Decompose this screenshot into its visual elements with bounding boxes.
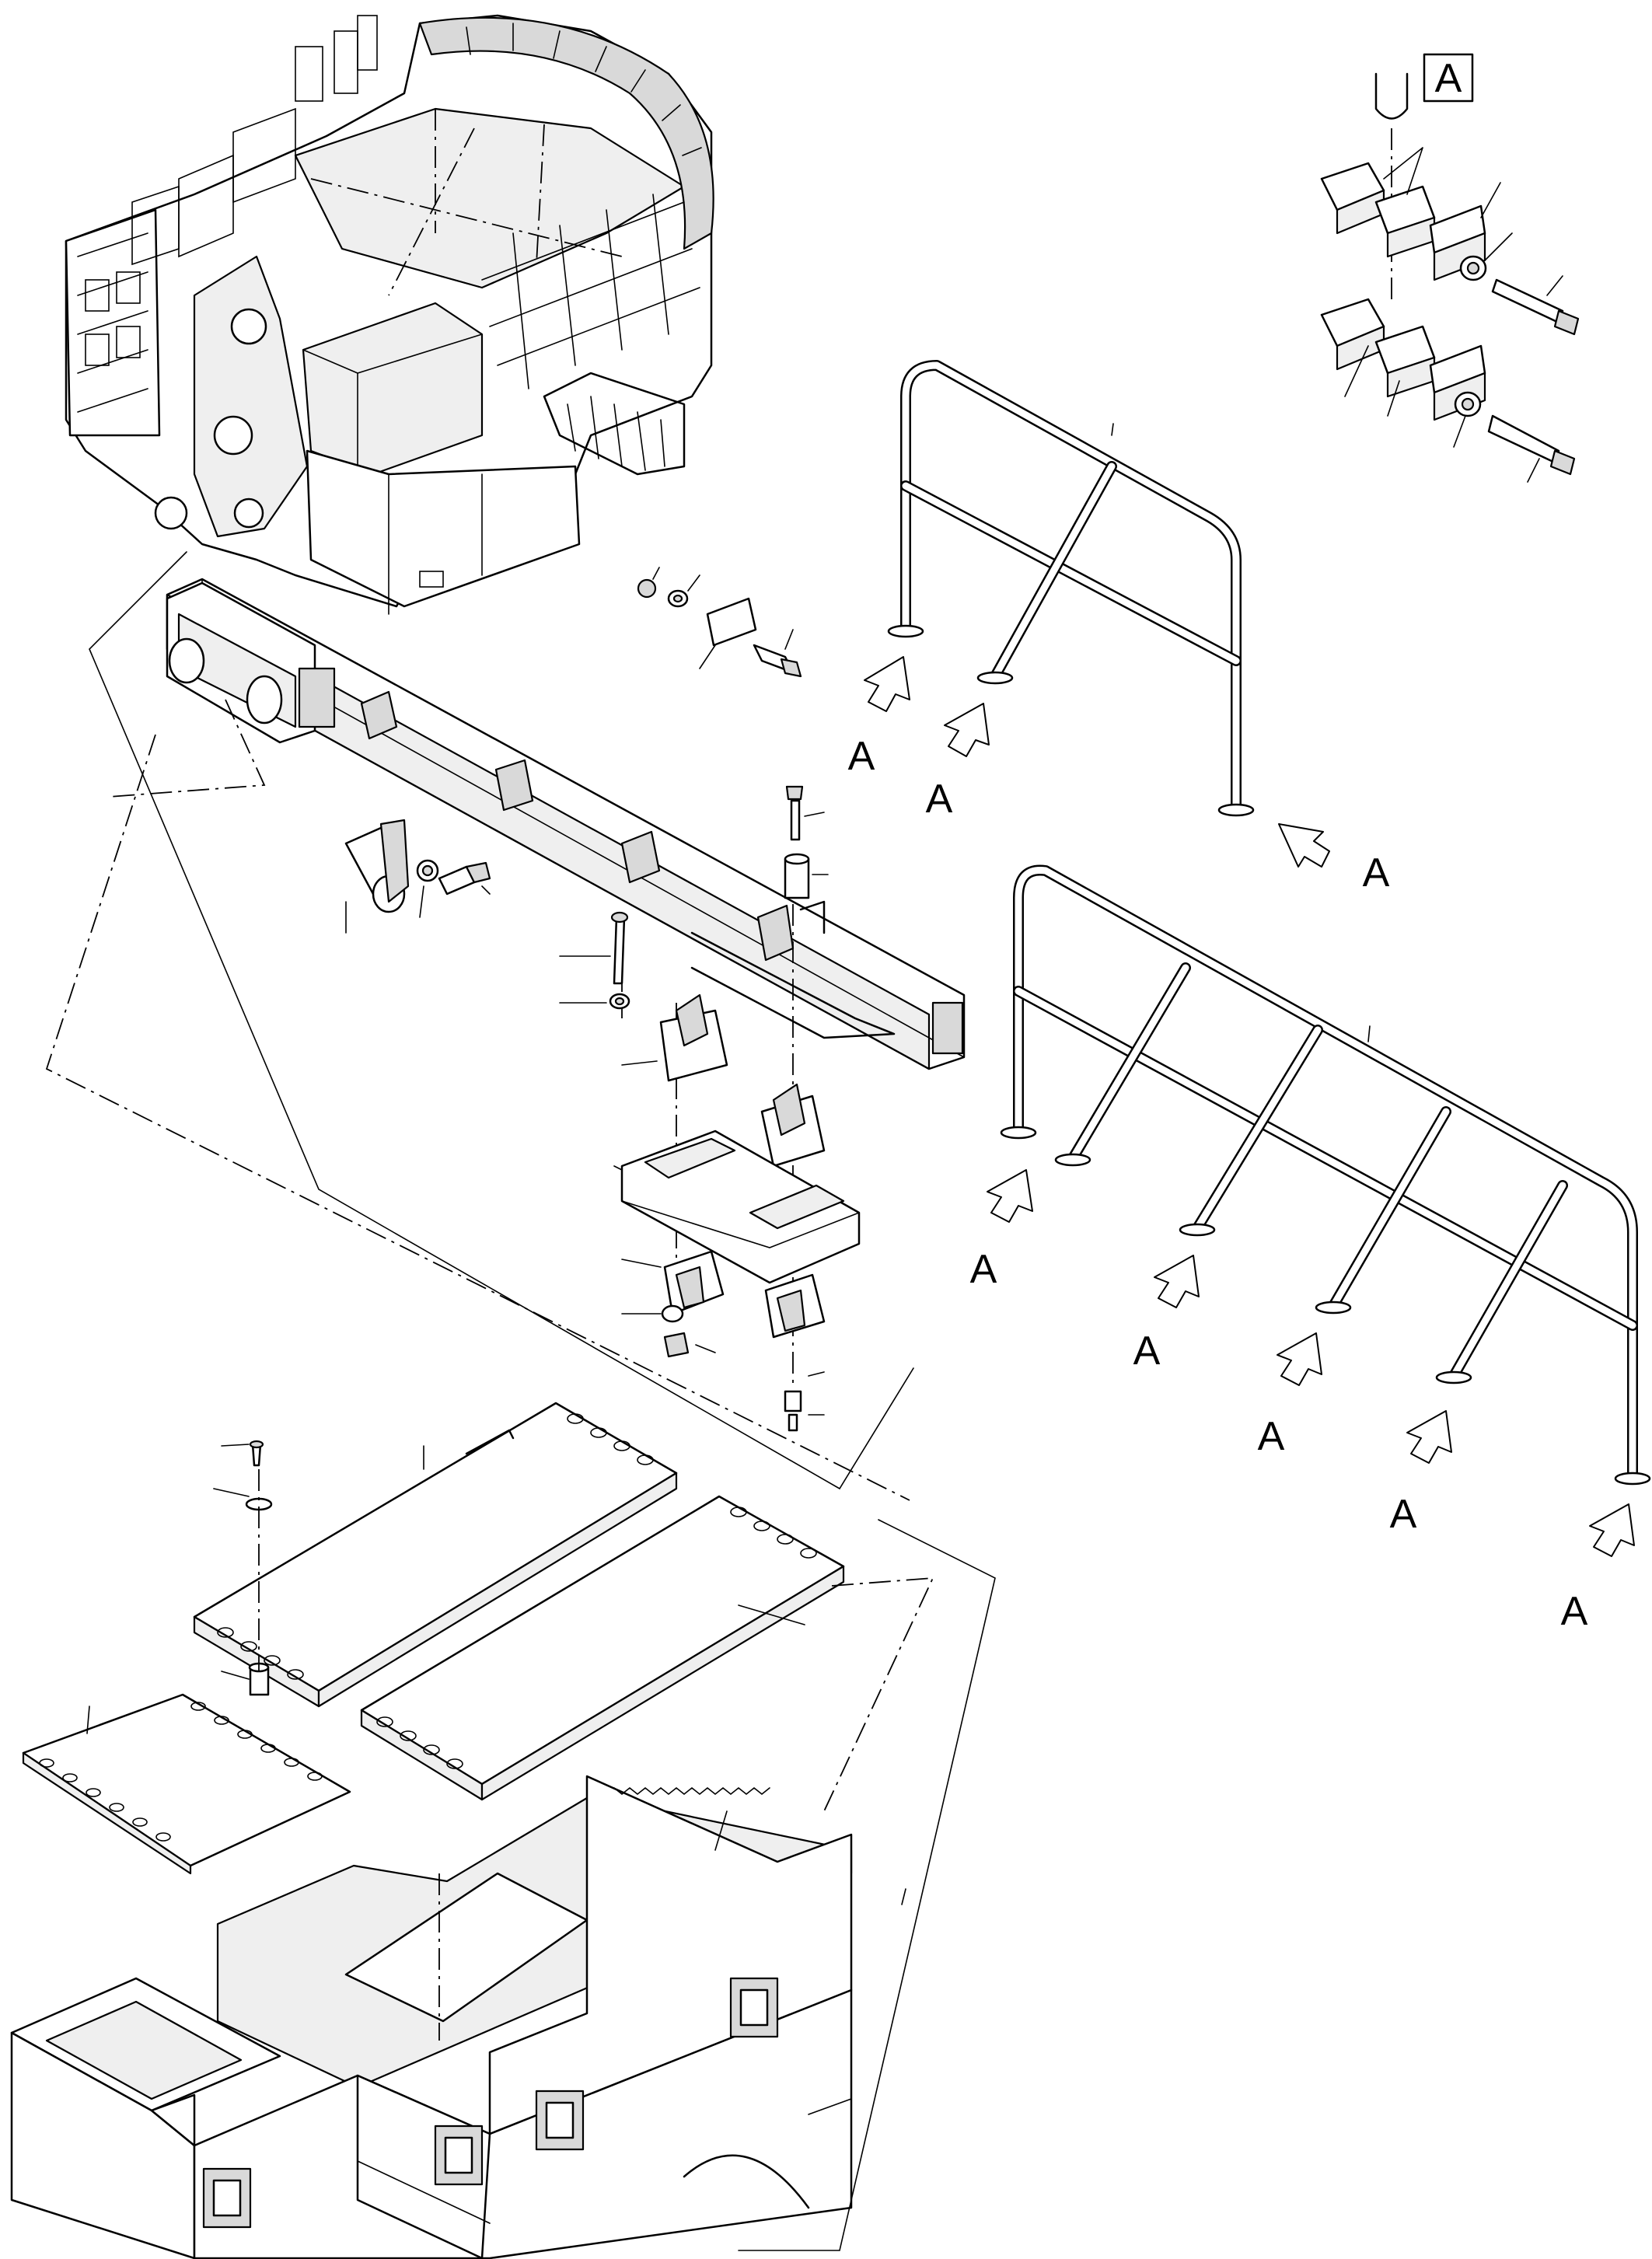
detail-label: A	[1435, 56, 1462, 101]
pivot-pin	[344, 819, 491, 934]
reference-letters: A A A A A A A A A A	[848, 734, 1588, 1634]
frame-short-leader	[901, 1888, 906, 1905]
handrail-long	[1000, 864, 1651, 1486]
walkway-panels	[22, 1402, 934, 1875]
vertical-bolt-spacer	[784, 785, 829, 899]
rubber-mount-stack	[613, 993, 861, 1432]
frame-outline-leader	[738, 1519, 996, 2251]
ref-letter: A	[848, 734, 875, 779]
explode-line-2	[108, 699, 266, 798]
ref-letter: A	[1133, 1329, 1161, 1374]
ref-letter: A	[1363, 850, 1390, 896]
plate-fastener-set	[637, 567, 802, 678]
detail-label-box	[1423, 53, 1474, 103]
explode-line-1	[45, 734, 910, 1501]
chassis-frame	[10, 1775, 853, 2259]
clamp-detail: A	[1320, 53, 1580, 483]
direction-arrows	[864, 656, 1635, 1557]
ref-letter: A	[970, 1247, 997, 1292]
assembly-outline-leader	[89, 551, 914, 1490]
ref-letter: A	[1258, 1414, 1285, 1459]
handrail-short	[887, 360, 1255, 817]
ref-letter: A	[1390, 1492, 1417, 1537]
machine-upperstructure	[65, 14, 714, 615]
mounting-beam	[166, 578, 966, 1070]
long-bolt	[559, 911, 630, 1010]
ref-letter: A	[1561, 1589, 1588, 1634]
ref-letter: A	[926, 777, 953, 822]
